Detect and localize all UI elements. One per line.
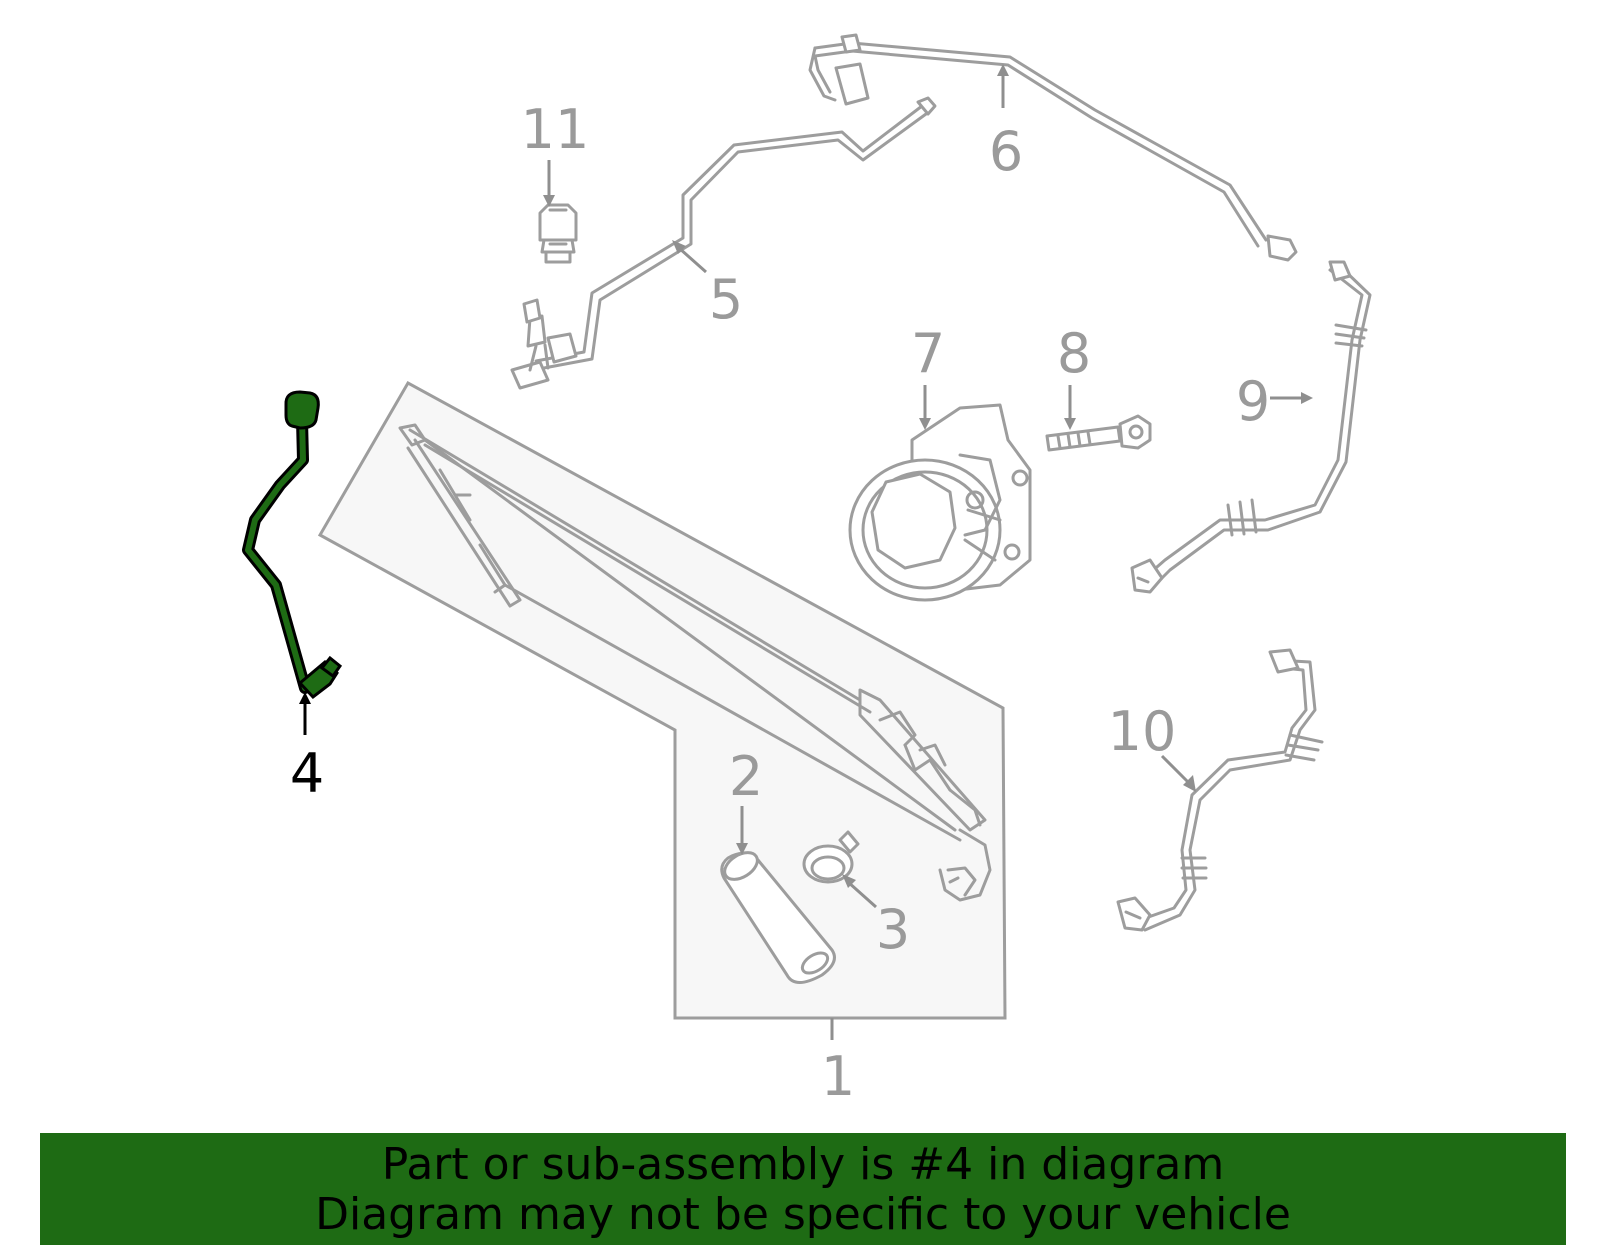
leader-arrows	[299, 64, 1313, 1040]
callout-7: 7	[911, 322, 945, 385]
part-2-receiver-drier[interactable]	[720, 847, 836, 984]
callout-11: 11	[521, 98, 590, 161]
part-10-hose[interactable]	[1116, 648, 1324, 932]
callout-1: 1	[821, 1045, 855, 1108]
part-8-bolt[interactable]	[1045, 414, 1152, 452]
callout-2: 2	[729, 745, 763, 808]
callout-6: 6	[989, 120, 1023, 183]
callout-3: 3	[876, 898, 910, 961]
callout-labels: 11 6 5 7 8 9 10 2 3 1 4	[290, 98, 1270, 1108]
banner-line-2: Diagram may not be specific to your vehi…	[315, 1189, 1291, 1240]
part-9-hose[interactable]	[1130, 260, 1372, 594]
callout-8: 8	[1057, 322, 1091, 385]
part-7-compressor[interactable]	[848, 403, 1032, 602]
callout-5: 5	[709, 268, 743, 331]
part-3-clamp[interactable]	[802, 830, 860, 884]
part-5-ac-line[interactable]	[510, 96, 937, 390]
callout-9: 9	[1236, 370, 1270, 433]
info-banner: Part or sub-assembly is #4 in diagram Di…	[40, 1133, 1566, 1245]
banner-line-1: Part or sub-assembly is #4 in diagram	[381, 1139, 1225, 1190]
callout-10: 10	[1108, 700, 1177, 763]
part-11-pressure-switch[interactable]	[538, 203, 578, 264]
part-4-ac-line-highlighted[interactable]	[242, 390, 343, 700]
callout-4-selected: 4	[290, 742, 324, 805]
part-6-ac-line[interactable]	[808, 33, 1298, 262]
